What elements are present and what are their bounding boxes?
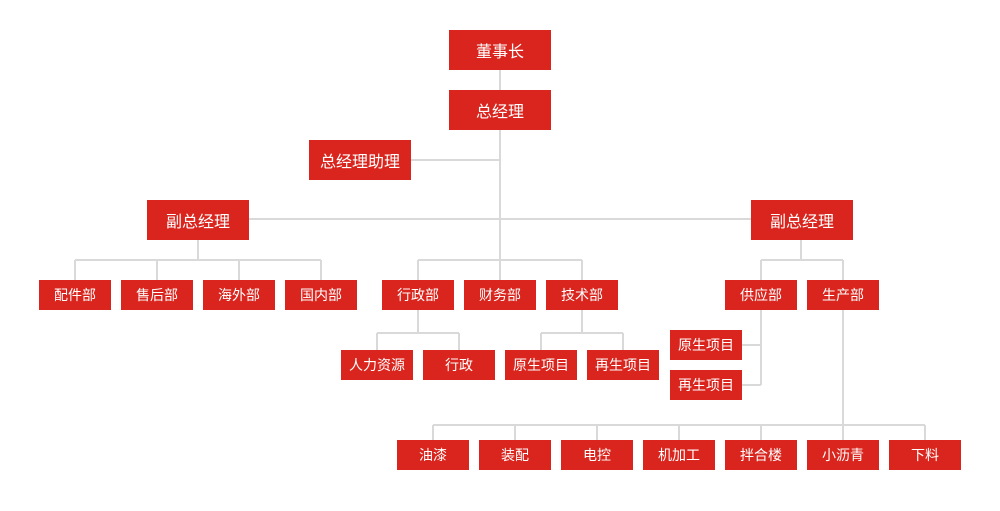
dept-after-sales-box: 售后部 (121, 280, 193, 310)
prod-electric-control-box: 电控 (561, 440, 633, 470)
tech-original-project-box: 原生项目 (505, 350, 577, 380)
prod-assembly-box: 装配 (479, 440, 551, 470)
dept-finance-box: 财务部 (464, 280, 536, 310)
vice-gm-left-box: 副总经理 (147, 200, 249, 240)
gm-assistant-box: 总经理助理 (309, 140, 411, 180)
prod-paint-box: 油漆 (397, 440, 469, 470)
supply-original-project-box: 原生项目 (670, 330, 742, 360)
dept-tech-box: 技术部 (546, 280, 618, 310)
supply-recycled-project-box: 再生项目 (670, 370, 742, 400)
prod-cutting-box: 下料 (889, 440, 961, 470)
tech-recycled-project-box: 再生项目 (587, 350, 659, 380)
dept-domestic-box: 国内部 (285, 280, 357, 310)
dept-admin-box: 行政部 (382, 280, 454, 310)
admin-hr-box: 人力资源 (341, 350, 413, 380)
general-manager-box: 总经理 (449, 90, 551, 130)
dept-parts-box: 配件部 (39, 280, 111, 310)
dept-overseas-box: 海外部 (203, 280, 275, 310)
chairman-box: 董事长 (449, 30, 551, 70)
dept-production-box: 生产部 (807, 280, 879, 310)
prod-machining-box: 机加工 (643, 440, 715, 470)
dept-supply-box: 供应部 (725, 280, 797, 310)
prod-mixing-building-box: 拌合楼 (725, 440, 797, 470)
admin-admin-box: 行政 (423, 350, 495, 380)
vice-gm-right-box: 副总经理 (751, 200, 853, 240)
prod-small-asphalt-box: 小沥青 (807, 440, 879, 470)
